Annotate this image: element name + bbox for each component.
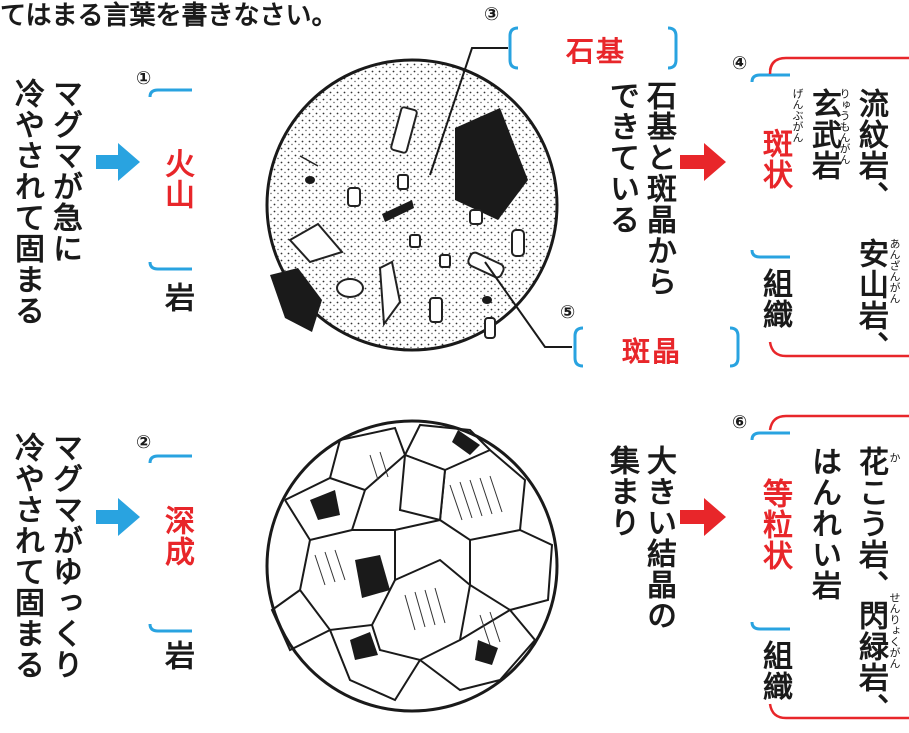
blue-arrow-1 xyxy=(96,143,140,181)
red-arrow-2 xyxy=(680,498,726,536)
bracket-6-bottom xyxy=(750,621,790,631)
rock-diorite: 閃緑岩、 xyxy=(853,600,888,724)
bracket-4-bottom xyxy=(750,249,790,259)
porphyritic-texture-circle xyxy=(265,58,559,352)
leader-3 xyxy=(429,47,508,176)
bracket-3-right xyxy=(667,26,678,70)
bracket-2-top xyxy=(148,454,192,464)
description-1b: 石基と斑晶から xyxy=(641,80,676,297)
cooling-line-1b: マグマが急に xyxy=(47,78,82,264)
red-bracket-1 xyxy=(768,56,909,358)
answer-1: 火山 xyxy=(159,148,194,210)
answer-3: 石基 xyxy=(566,35,627,68)
ruby-granite: か xyxy=(888,452,901,463)
rock-gabbro: はんれい岩 xyxy=(806,446,841,601)
answer-4: 斑状 xyxy=(757,128,792,190)
description-1a: できている xyxy=(604,80,639,235)
cooling-line-2a: 冷やされて固まる xyxy=(9,432,44,680)
suffix-6: 組織 xyxy=(757,640,792,702)
label-num-4: ④ xyxy=(732,53,748,74)
bracket-3-left xyxy=(508,26,519,70)
bracket-5-left xyxy=(573,326,584,368)
label-num-5: ⑤ xyxy=(560,302,576,323)
suffix-4: 組織 xyxy=(757,268,792,330)
cooling-line-2b: マグマがゆっくり xyxy=(47,432,82,680)
suffix-1: 岩 xyxy=(159,282,194,313)
equigranular-texture-circle xyxy=(265,419,559,713)
answer-5: 斑晶 xyxy=(622,335,683,368)
rock-basalt: 玄武岩 xyxy=(806,88,841,181)
red-arrow-1 xyxy=(680,143,726,181)
bracket-5-right xyxy=(729,326,740,368)
blue-arrow-2 xyxy=(96,498,140,536)
bracket-6-top xyxy=(750,431,790,441)
label-num-1: ① xyxy=(136,68,152,89)
instruction-text: てはまる言葉を書きなさい。 xyxy=(0,1,338,31)
ruby-rhyolite: りゅうもんがん xyxy=(838,88,851,165)
rock-granite: 花こう岩、 xyxy=(853,446,888,601)
rock-rhyolite: 流紋岩、 xyxy=(853,88,888,212)
bracket-1-top xyxy=(148,88,192,98)
ruby-basalt: げんぶがん xyxy=(791,88,804,143)
leader-5 xyxy=(484,261,572,348)
bracket-4-top xyxy=(750,73,790,83)
bracket-2-bottom xyxy=(148,623,192,633)
rock-andesite: 安山岩、 xyxy=(853,238,888,362)
red-bracket-2 xyxy=(768,414,909,720)
bracket-1-bottom xyxy=(148,261,192,271)
ruby-andesite: あんざんがん xyxy=(888,238,901,304)
ruby-diorite: せんりょくがん xyxy=(888,592,901,669)
cooling-line-1a: 冷やされて固まる xyxy=(9,78,44,326)
label-num-6: ⑥ xyxy=(732,412,748,433)
label-num-2: ② xyxy=(136,432,152,453)
description-2a: 集まり xyxy=(604,445,639,538)
description-2b: 大きい結晶の xyxy=(641,445,676,631)
suffix-2: 岩 xyxy=(159,640,194,671)
answer-2: 深成 xyxy=(159,505,194,567)
answer-6: 等粒状 xyxy=(757,478,792,571)
label-num-3: ③ xyxy=(484,4,500,25)
